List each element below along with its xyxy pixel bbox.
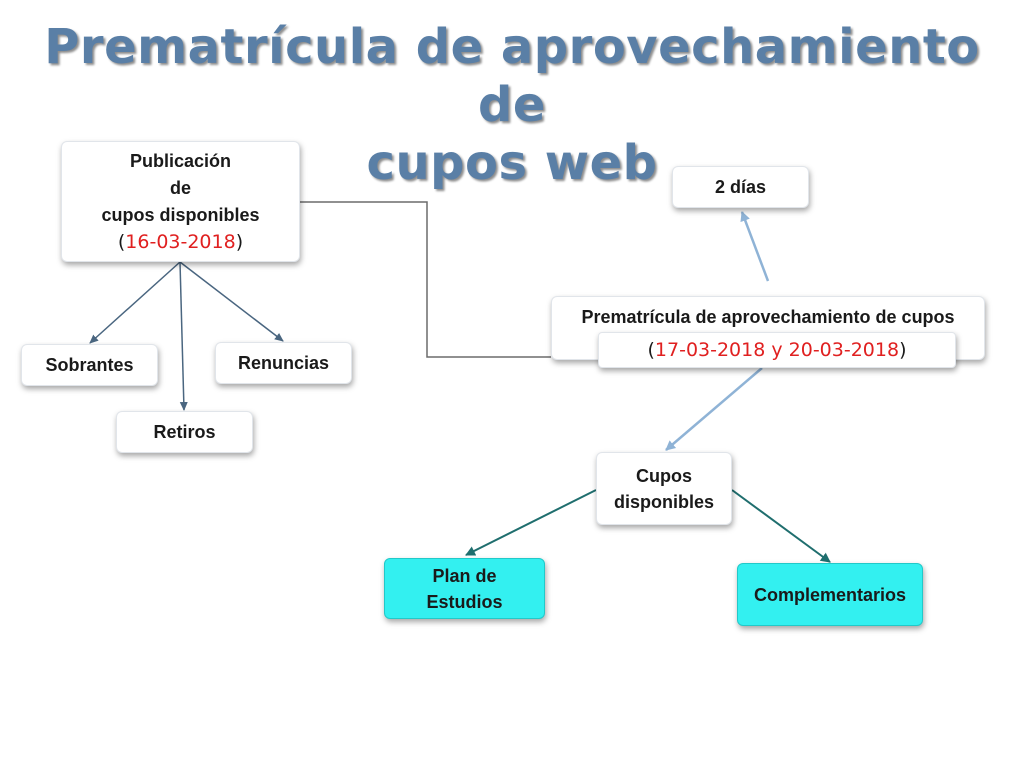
publicacion-date: 16-03-2018 <box>125 230 236 253</box>
publicacion-line-1: Publicación <box>129 150 232 171</box>
arrow-to-complementarios <box>731 489 831 563</box>
cupos-line-2: disponibles <box>613 491 714 512</box>
cupos-line-1: Cupos <box>636 465 692 486</box>
publicacion-line-3: cupos disponibles <box>101 204 260 225</box>
arrow-to-cupos <box>665 367 763 451</box>
arrow-to-plan <box>465 489 597 556</box>
complementarios-label: Complementarios <box>753 584 907 605</box>
publicacion-line-2: de <box>169 177 191 198</box>
arrow-to-renuncias <box>179 261 284 342</box>
plan-line-1: Plan de <box>432 565 497 586</box>
node-dos-dias: 2 días <box>672 166 809 208</box>
node-cupos-disponibles: Cupos disponibles <box>596 452 732 525</box>
node-retiros: Retiros <box>116 411 253 453</box>
connector-publicacion-prematricula <box>300 201 551 358</box>
node-complementarios: Complementarios <box>737 563 923 626</box>
arrow-to-sobrantes <box>89 261 181 344</box>
retiros-label: Retiros <box>153 422 216 442</box>
prematricula-date-row: (17-03-2018 y 20-03-2018) <box>647 339 907 361</box>
node-publicacion: Publicación de cupos disponibles (16-03-… <box>61 141 300 262</box>
sobrantes-label: Sobrantes <box>45 355 134 375</box>
renuncias-label: Renuncias <box>237 353 330 373</box>
title-line-1: Prematrícula de aprovechamiento de <box>44 19 980 133</box>
page-title: Prematrícula de aprovechamiento de cupos… <box>40 18 984 192</box>
prematricula-label: Prematrícula de aprovechamiento de cupos <box>581 307 955 327</box>
prematricula-date: 17-03-2018 y 20-03-2018 <box>654 339 900 361</box>
publicacion-date-row: (16-03-2018) <box>117 230 244 253</box>
arrow-to-retiros <box>179 261 188 411</box>
node-renuncias: Renuncias <box>215 342 352 384</box>
node-prematricula-date: (17-03-2018 y 20-03-2018) <box>598 332 956 368</box>
dos-dias-label: 2 días <box>714 177 767 197</box>
node-plan-estudios: Plan de Estudios <box>384 558 545 619</box>
title-line-2: cupos web <box>366 135 658 191</box>
node-sobrantes: Sobrantes <box>21 344 158 386</box>
arrow-to-dos-dias <box>740 211 770 282</box>
plan-line-2: Estudios <box>426 591 503 612</box>
